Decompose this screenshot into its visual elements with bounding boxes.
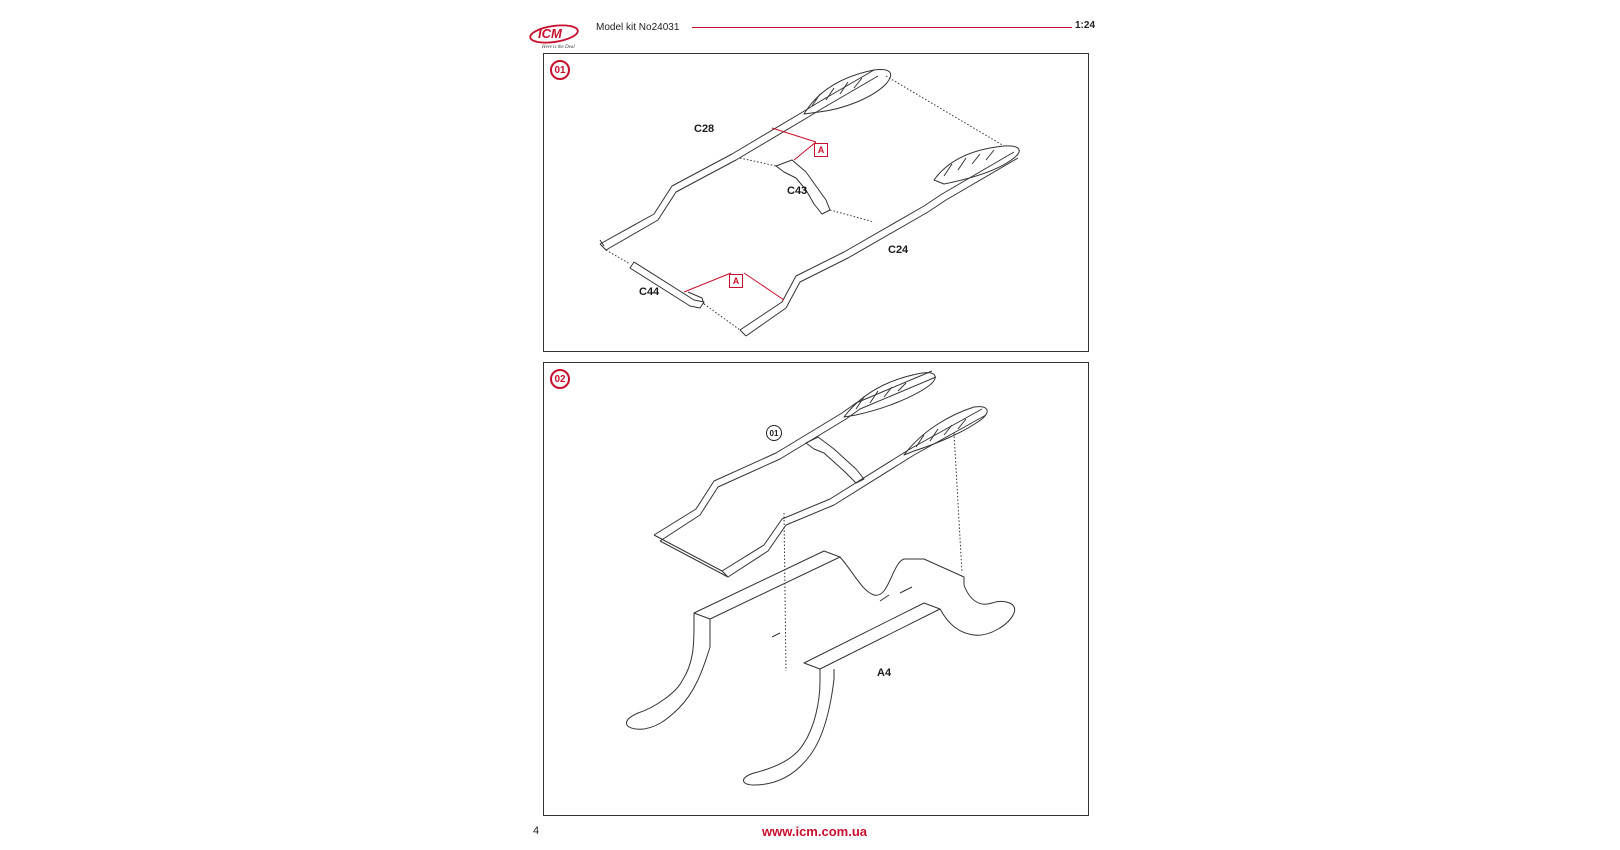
reference-step-01-badge: 01 xyxy=(766,425,782,441)
part-label-c24: C24 xyxy=(888,244,909,256)
page-number: 4 xyxy=(533,825,540,837)
step-02-panel: 02 01 xyxy=(543,362,1089,816)
callout-a-lower: A xyxy=(729,274,743,288)
scale-label: 1:24 xyxy=(1075,20,1096,31)
kit-number-label: Model kit No24031 xyxy=(596,22,680,33)
step-01-panel: 01 xyxy=(543,53,1089,352)
website-link[interactable]: www.icm.com.ua xyxy=(762,824,867,839)
icm-logo: ICM Here is the Deal xyxy=(528,20,584,50)
part-label-c44: C44 xyxy=(639,286,660,298)
icm-logo-mark: ICM Here is the Deal xyxy=(529,24,579,50)
step-02-badge: 02 xyxy=(550,369,570,389)
part-label-c43: C43 xyxy=(787,185,808,197)
svg-text:Here is the Deal: Here is the Deal xyxy=(541,45,575,50)
part-label-c28: C28 xyxy=(694,123,715,135)
part-label-a4: A4 xyxy=(877,667,892,679)
step-01-badge: 01 xyxy=(550,60,570,80)
callout-a-upper: A xyxy=(814,143,828,157)
svg-text:ICM: ICM xyxy=(538,26,563,41)
step-01-illustration xyxy=(599,69,1020,337)
header-rule xyxy=(692,27,1072,28)
step-02-illustration xyxy=(626,370,1016,786)
